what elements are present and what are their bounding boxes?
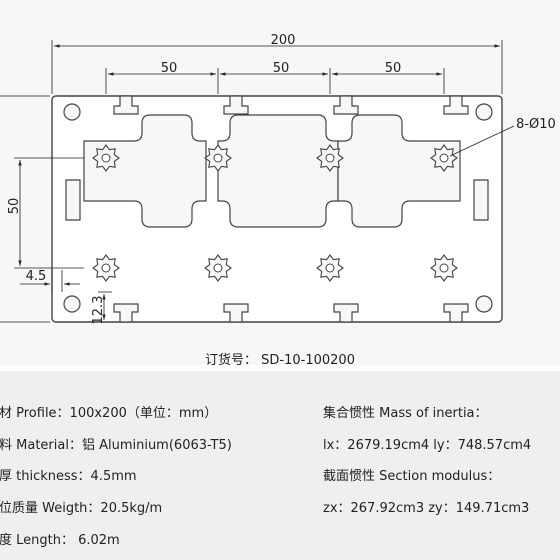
- center-hole-core: [325, 263, 335, 273]
- profile-cavities: [65, 114, 489, 228]
- dim-pitch-3-label: 50: [385, 61, 402, 76]
- bottom-t-slots: [113, 303, 469, 323]
- dim-slot-depth: [98, 291, 112, 320]
- dim-pitch-2-label: 50: [273, 61, 290, 76]
- dim-wall-label: 4.5: [26, 269, 47, 284]
- dim-height-pitch-label: 50: [7, 198, 22, 215]
- spec-panel: 型材 Profile：100x200（单位：mm） 材料 Material：铝 …: [0, 371, 560, 560]
- center-hole-core: [213, 263, 223, 273]
- center-hole-core: [101, 263, 111, 273]
- dim-pitch-1-label: 50: [161, 61, 178, 76]
- corner-channels: [63, 103, 493, 313]
- dim-wall: [0, 270, 80, 323]
- spec-inertia-title: 集合惯性 Mass of inertia：: [323, 406, 488, 421]
- profile-drawing: 200 50 50 50 50 4.5: [0, 33, 556, 325]
- dim-overall-width: [51, 40, 503, 94]
- center-hole-core: [439, 153, 449, 163]
- spec-modulus-values: zx：267.92cm3 zy：149.71cm3: [323, 501, 530, 516]
- spec-inertia-values: lx：2679.19cm4 ly：748.57cm4: [323, 438, 532, 453]
- spec-thickness: 壁厚 thickness：4.5mm: [0, 469, 137, 484]
- dim-hole-callout-label: 8-Ø10: [516, 117, 556, 132]
- center-hole-core: [439, 263, 449, 273]
- center-hole-core: [101, 153, 111, 163]
- top-t-slots: [113, 95, 469, 115]
- dim-overall-width-label: 200: [271, 33, 296, 48]
- center-holes: [92, 144, 458, 282]
- spec-length: 长度 Length： 6.02m: [0, 533, 120, 548]
- spec-modulus-title: 截面惯性 Section modulus：: [323, 469, 501, 484]
- dim-pitches: [105, 68, 445, 94]
- spec-material: 材料 Material：铝 Aluminium(6063-T5): [0, 438, 232, 453]
- order-number: 订货号： SD-10-100200: [205, 353, 355, 368]
- dim-height-pitch: [0, 95, 84, 269]
- center-hole-core: [213, 153, 223, 163]
- dim-slot-depth-label: 12.3: [91, 296, 106, 325]
- profile-drawing-area: 200 50 50 50 50 4.5: [0, 33, 556, 368]
- dim-hole-callout: [449, 125, 515, 157]
- center-hole-core: [325, 153, 335, 163]
- spec-profile: 型材 Profile：100x200（单位：mm）: [0, 406, 218, 421]
- spec-weight: 单位质量 Weigth：20.5kg/m: [0, 501, 163, 516]
